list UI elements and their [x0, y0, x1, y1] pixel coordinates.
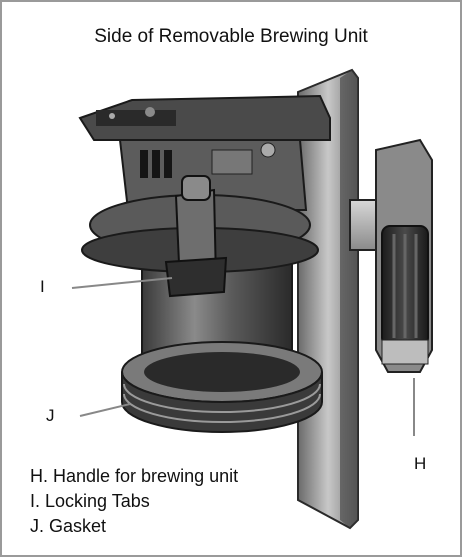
gasket-ring [121, 341, 323, 433]
top-mechanism [78, 94, 331, 211]
callout-j: J [46, 406, 55, 425]
legend-item-j: J. Gasket [30, 516, 107, 536]
brewing-unit-handle [349, 138, 433, 373]
callout-h: H [414, 454, 427, 473]
legend: H. Handle for brewing unit I. Locking Ta… [30, 464, 330, 539]
leader-line-i [71, 277, 173, 289]
locking-tab [164, 175, 228, 298]
legend-item-h: H. Handle for brewing unit [30, 466, 239, 486]
callout-i: I [40, 277, 45, 296]
figure-title: Side of Removable Brewing Unit [94, 26, 368, 47]
legend-item-i: I. Locking Tabs [30, 491, 150, 511]
leader-line-j [79, 403, 131, 417]
